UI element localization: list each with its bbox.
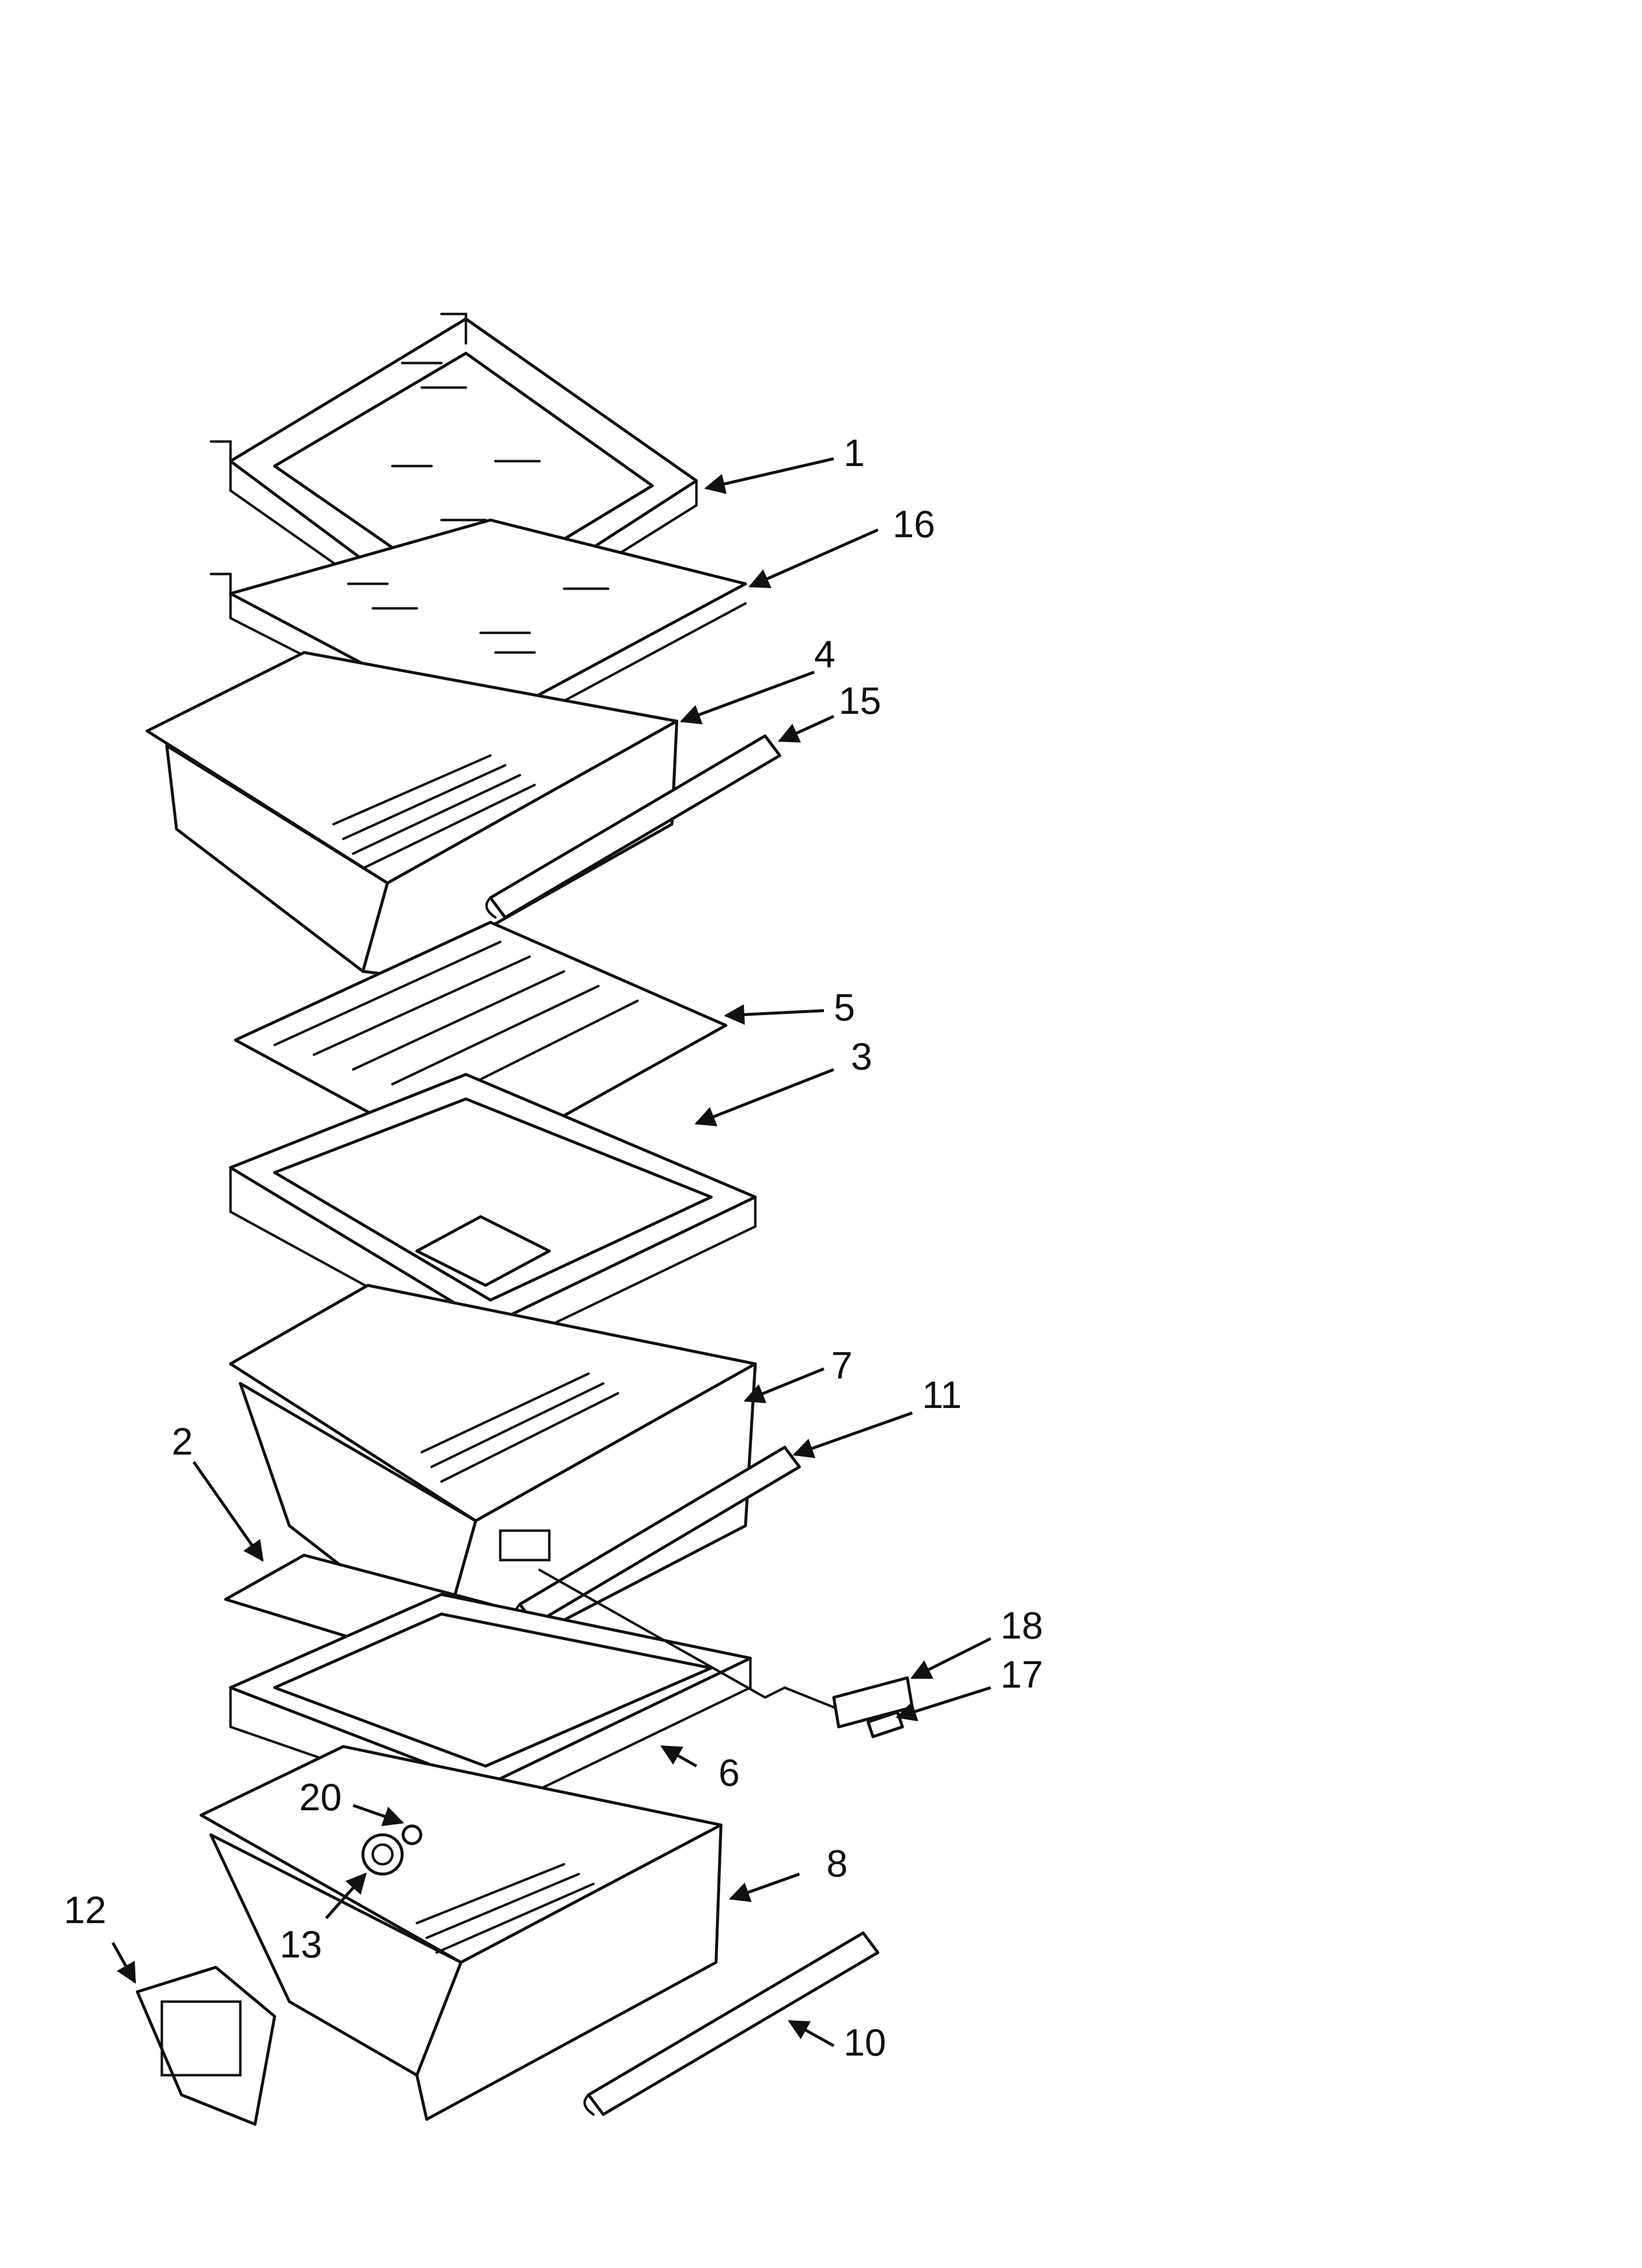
part-upper-crisper-drawer	[146, 651, 678, 978]
part-bottom-drawer-handle	[583, 1931, 879, 2116]
callout-labels: 1 16 4 15 5 3 7 11 2 18 17 6 20 8 12 13 …	[64, 431, 1043, 2064]
part-humidity-control	[538, 1568, 914, 1738]
part-glass-shelf	[209, 519, 747, 747]
callout-4: 4	[814, 632, 835, 676]
part-label-cover	[136, 1966, 276, 2126]
callout-18: 18	[1001, 1604, 1043, 1647]
callout-16: 16	[893, 502, 935, 546]
callout-15: 15	[839, 679, 881, 722]
part-roller	[361, 1825, 422, 1876]
callout-13: 13	[280, 1923, 322, 1966]
leader-lines	[111, 457, 992, 2047]
callout-10: 10	[844, 2021, 886, 2064]
callout-6: 6	[718, 1751, 740, 1794]
part-upper-drawer-handle	[485, 734, 781, 919]
callout-12: 12	[64, 1888, 106, 1931]
callout-7: 7	[831, 1344, 852, 1387]
callout-1: 1	[844, 431, 865, 474]
part-meat-drawer	[200, 1745, 722, 2121]
callout-20: 20	[299, 1775, 342, 1819]
callout-3: 3	[851, 1035, 872, 1078]
callout-5: 5	[834, 986, 855, 1029]
callout-2: 2	[172, 1420, 193, 1463]
callout-11: 11	[922, 1373, 962, 1416]
callout-8: 8	[826, 1842, 847, 1885]
callout-17: 17	[1001, 1653, 1043, 1696]
